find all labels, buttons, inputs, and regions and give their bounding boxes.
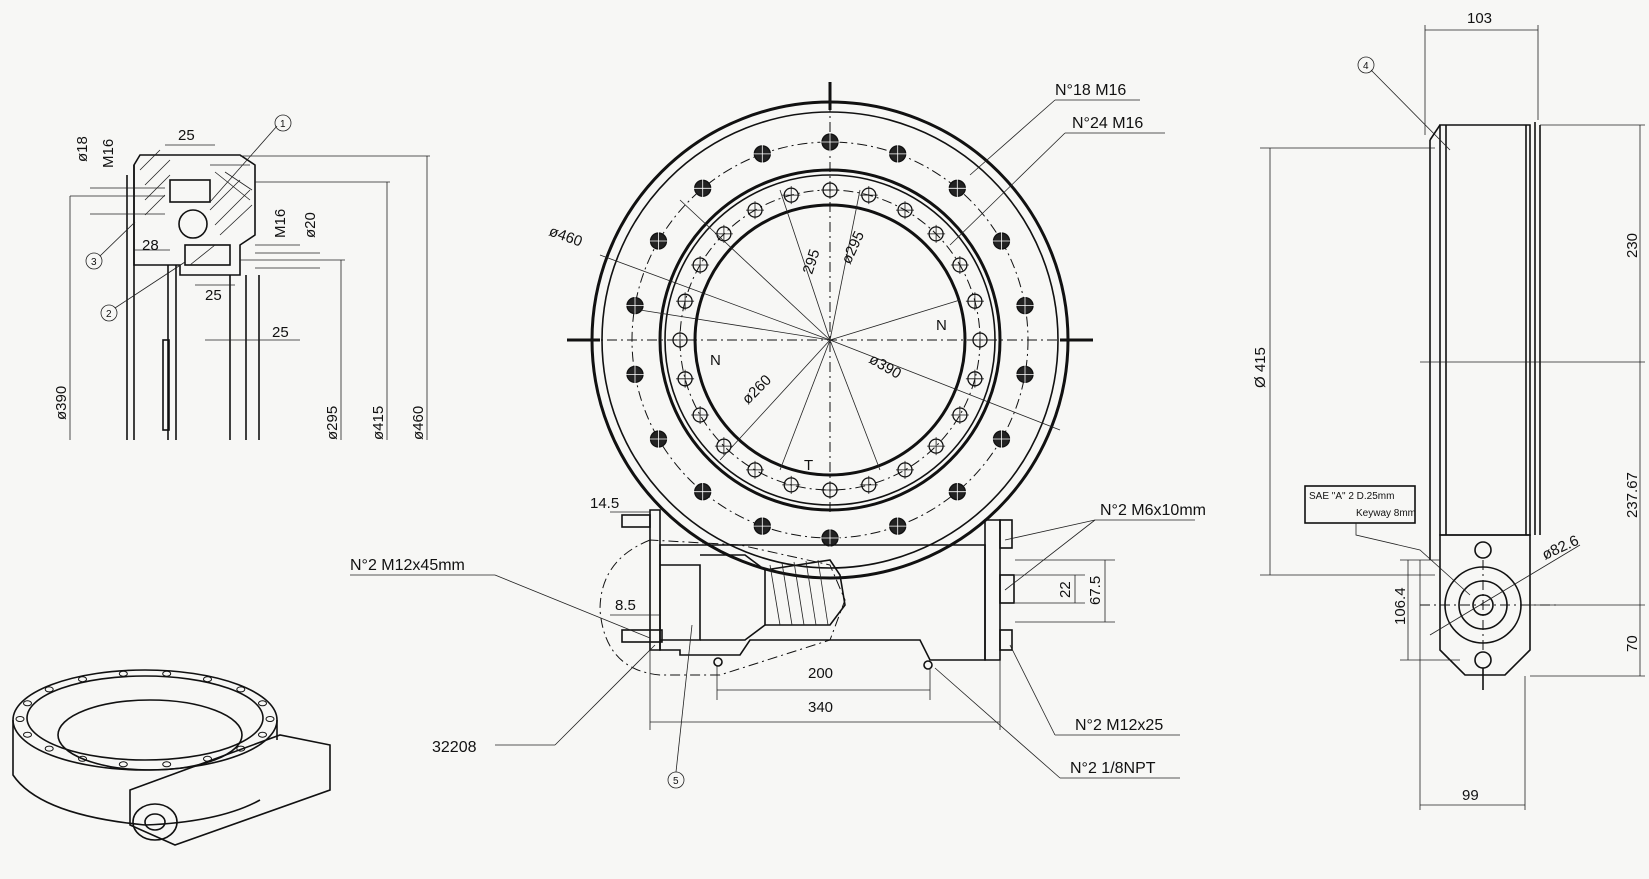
dim-14-5: 14.5 <box>590 495 619 512</box>
dim-28: 28 <box>142 237 159 254</box>
label-m12x25: N°2 M12x25 <box>1075 717 1163 734</box>
dim-d460-left: ø460 <box>410 406 427 440</box>
dim-d295-left: ø295 <box>324 406 341 440</box>
callout-3-label: 3 <box>91 257 97 268</box>
iso-bolt-hole <box>162 670 172 677</box>
dim-25-mid: 25 <box>205 287 222 304</box>
label-32208: 32208 <box>432 739 477 756</box>
iso-bolt-hole <box>78 755 87 762</box>
mark-t: T <box>804 457 813 474</box>
sae-line-2: Keyway 8mm <box>1356 508 1416 519</box>
dim-d82-6: ø82.6 <box>1540 532 1582 564</box>
dim-d390-front: ø390 <box>866 351 904 383</box>
dim-67-5: 67.5 <box>1087 576 1104 605</box>
mark-n-right: N <box>936 317 947 334</box>
callout-2-label: 2 <box>106 309 112 320</box>
dim-d18: ø18 <box>74 136 91 162</box>
dim-d415-side: Ø 415 <box>1252 347 1269 388</box>
dim-70: 70 <box>1624 635 1641 652</box>
outer-bolt-holes <box>625 132 1035 548</box>
dim-d295-front: ø295 <box>838 229 868 267</box>
dim-99: 99 <box>1462 787 1479 804</box>
callout-1 <box>274 114 292 132</box>
mark-n-left: N <box>710 352 721 369</box>
iso-bolt-hole <box>265 716 275 722</box>
callout-5 <box>667 771 685 789</box>
iso-bolt-hole <box>78 676 87 683</box>
callout-5-label: 5 <box>673 776 679 787</box>
iso-bolt-hole <box>118 761 128 768</box>
dim-25-top: 25 <box>178 127 195 144</box>
sae-line-1: SAE "A" 2 D.25mm <box>1309 491 1394 502</box>
label-n18-m16: N°18 M16 <box>1055 82 1126 99</box>
dim-m16-side: M16 <box>272 209 289 238</box>
dim-d260: ø260 <box>739 372 775 408</box>
dim-25-low: 25 <box>272 324 289 341</box>
iso-bolt-hole <box>258 700 267 707</box>
iso-bolt-hole <box>15 716 25 722</box>
callout-2 <box>100 304 118 322</box>
label-m12x45: N°2 M12x45mm <box>350 557 465 574</box>
inner-bolt-holes <box>671 181 989 499</box>
isometric-view <box>12 669 331 846</box>
iso-bolt-hole <box>203 755 212 762</box>
dim-106-4: 106.4 <box>1392 587 1409 625</box>
iso-bolt-hole <box>203 676 212 683</box>
iso-bolt-hole <box>44 745 54 752</box>
section-view: ø18 M16 25 28 25 25 M16 ø20 ø390 ø295 ø4… <box>53 114 430 440</box>
dim-295: 295 <box>800 247 824 276</box>
dim-22: 22 <box>1057 581 1074 598</box>
dim-340: 340 <box>808 699 833 716</box>
callout-1-label: 1 <box>280 119 286 130</box>
dim-d460-front: ø460 <box>547 223 585 251</box>
dim-m16-top: M16 <box>100 139 117 168</box>
dim-8-5: 8.5 <box>615 597 636 614</box>
dim-103: 103 <box>1467 10 1492 27</box>
iso-bolt-hole <box>118 670 128 677</box>
iso-bolt-hole <box>23 700 32 707</box>
callout-4-label: 4 <box>1363 61 1369 72</box>
iso-bolt-hole <box>236 686 246 693</box>
dim-d415-left: ø415 <box>370 406 387 440</box>
iso-bolt-hole <box>258 731 267 738</box>
label-n24-m16: N°24 M16 <box>1072 115 1143 132</box>
dim-d390-left: ø390 <box>53 386 70 420</box>
dim-237-67: 237.67 <box>1624 472 1641 518</box>
label-npt: N°2 1/8NPT <box>1070 760 1156 777</box>
dim-d20: ø20 <box>302 212 319 238</box>
dim-230: 230 <box>1624 233 1641 258</box>
iso-bolt-hole <box>162 761 172 768</box>
label-m6x10: N°2 M6x10mm <box>1100 502 1206 519</box>
front-view: ø460 295 ø295 ø260 ø390 N N T N°18 M16 N… <box>350 82 1206 789</box>
iso-bolt-hole <box>44 686 54 693</box>
iso-bolt-hole <box>23 731 32 738</box>
iso-bolt-hole <box>236 745 246 752</box>
callout-3 <box>85 252 103 270</box>
sae-label-box <box>1304 485 1416 524</box>
side-view: 103 230 237.67 70 Ø 415 106.4 99 ø82.6 S… <box>1252 10 1645 810</box>
dim-200: 200 <box>808 665 833 682</box>
callout-4 <box>1357 56 1375 74</box>
